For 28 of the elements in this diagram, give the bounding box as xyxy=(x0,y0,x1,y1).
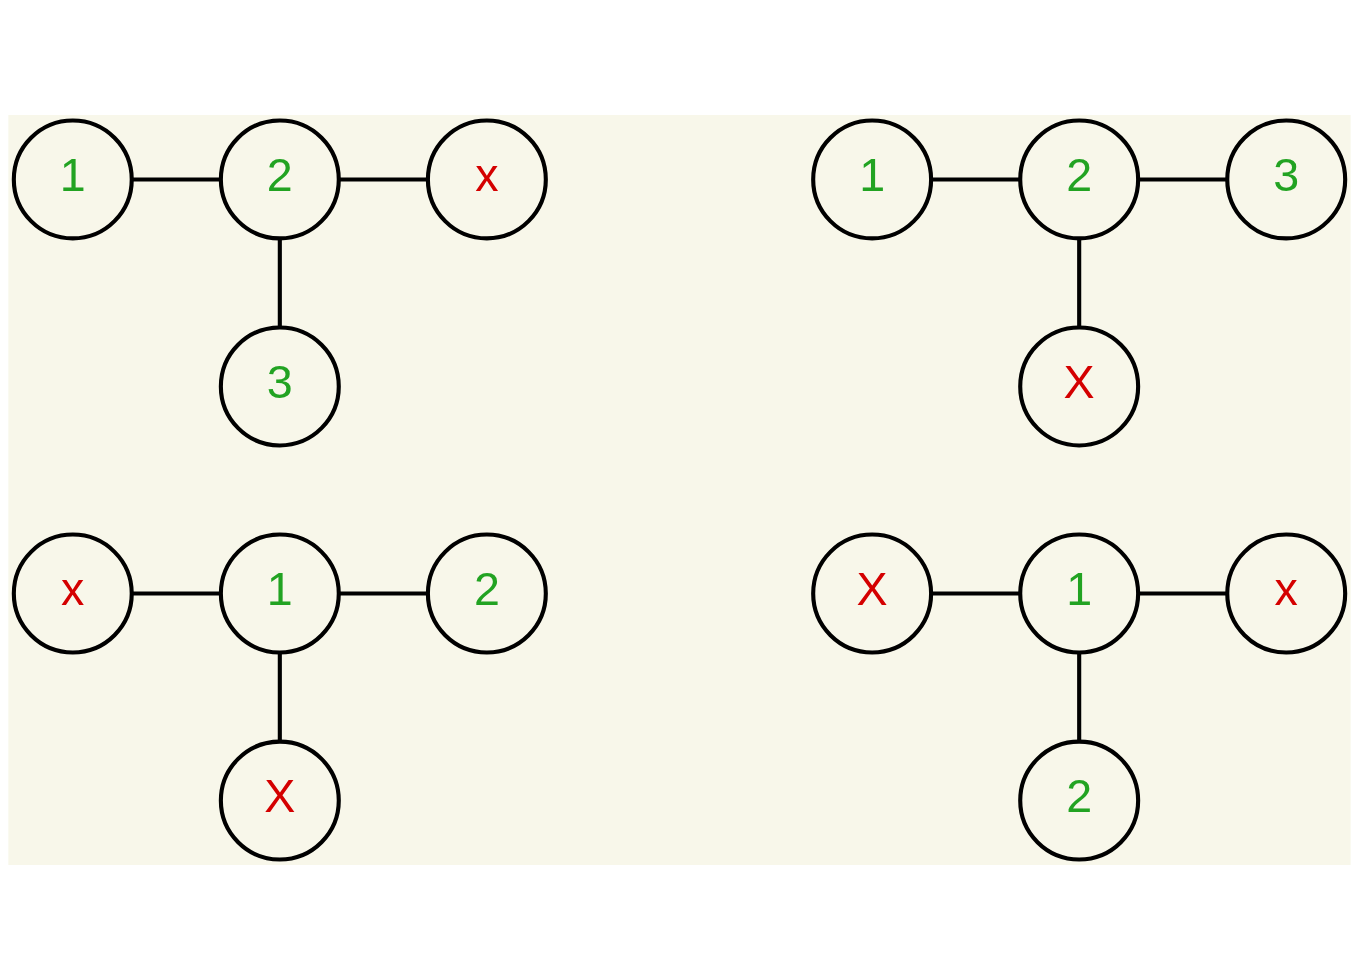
node-circle: 3 xyxy=(1225,117,1348,240)
connector xyxy=(131,176,221,181)
node-circle: 1 xyxy=(811,117,934,240)
node-circle: X xyxy=(218,739,341,862)
node-circle: X xyxy=(811,532,934,655)
node-circle: 2 xyxy=(425,532,548,655)
node-circle: 1 xyxy=(1018,532,1141,655)
node-circle: x xyxy=(425,117,548,240)
connector xyxy=(338,590,428,596)
connector xyxy=(931,176,1021,181)
node-circle: X xyxy=(1018,324,1141,447)
node-circle: 1 xyxy=(11,117,134,240)
connector xyxy=(277,652,282,741)
node-circle: x xyxy=(11,532,134,655)
connector xyxy=(338,176,428,181)
connector xyxy=(931,590,1021,596)
node-circle: 2 xyxy=(1018,739,1141,862)
node-circle: x xyxy=(1225,532,1348,655)
connector xyxy=(1138,176,1228,181)
connector xyxy=(131,590,221,596)
connector xyxy=(1077,652,1082,741)
connector xyxy=(277,238,282,327)
node-circle: 2 xyxy=(218,117,341,240)
node-circle: 3 xyxy=(218,324,341,447)
connector xyxy=(1138,590,1228,596)
node-circle: 1 xyxy=(218,532,341,655)
connector xyxy=(1077,238,1082,327)
node-circle: 2 xyxy=(1018,117,1141,240)
